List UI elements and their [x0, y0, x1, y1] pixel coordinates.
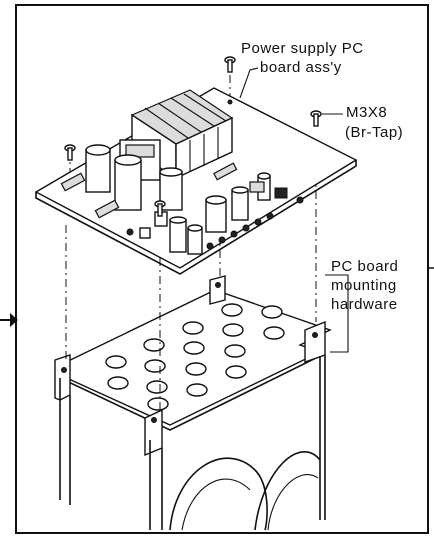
- hardware-label-line3: hardware: [331, 296, 398, 313]
- screw-icon: [64, 144, 76, 161]
- power-supply-label-line2: board ass'y: [260, 59, 342, 76]
- hardware-label-line2: mounting: [331, 277, 397, 294]
- arrow-right-icon: [0, 313, 18, 327]
- screw-spec-label-line2: (Br-Tap): [345, 124, 404, 141]
- mounting-holes: [105, 303, 285, 411]
- power-supply-label-line1: Power supply PC: [241, 40, 364, 57]
- alignment-lines: [65, 75, 317, 412]
- diagram-frame: [15, 4, 429, 534]
- screw-icon: [154, 200, 166, 217]
- screw-icon: [310, 110, 322, 127]
- hardware-label-line1: PC board: [331, 258, 399, 275]
- mounting-hardware: [54, 275, 332, 531]
- screw-icon: [224, 56, 236, 73]
- screw-spec-label-line1: M3X8: [346, 104, 388, 121]
- leader-lines: [239, 67, 349, 353]
- power-supply-pc-board: [34, 87, 358, 275]
